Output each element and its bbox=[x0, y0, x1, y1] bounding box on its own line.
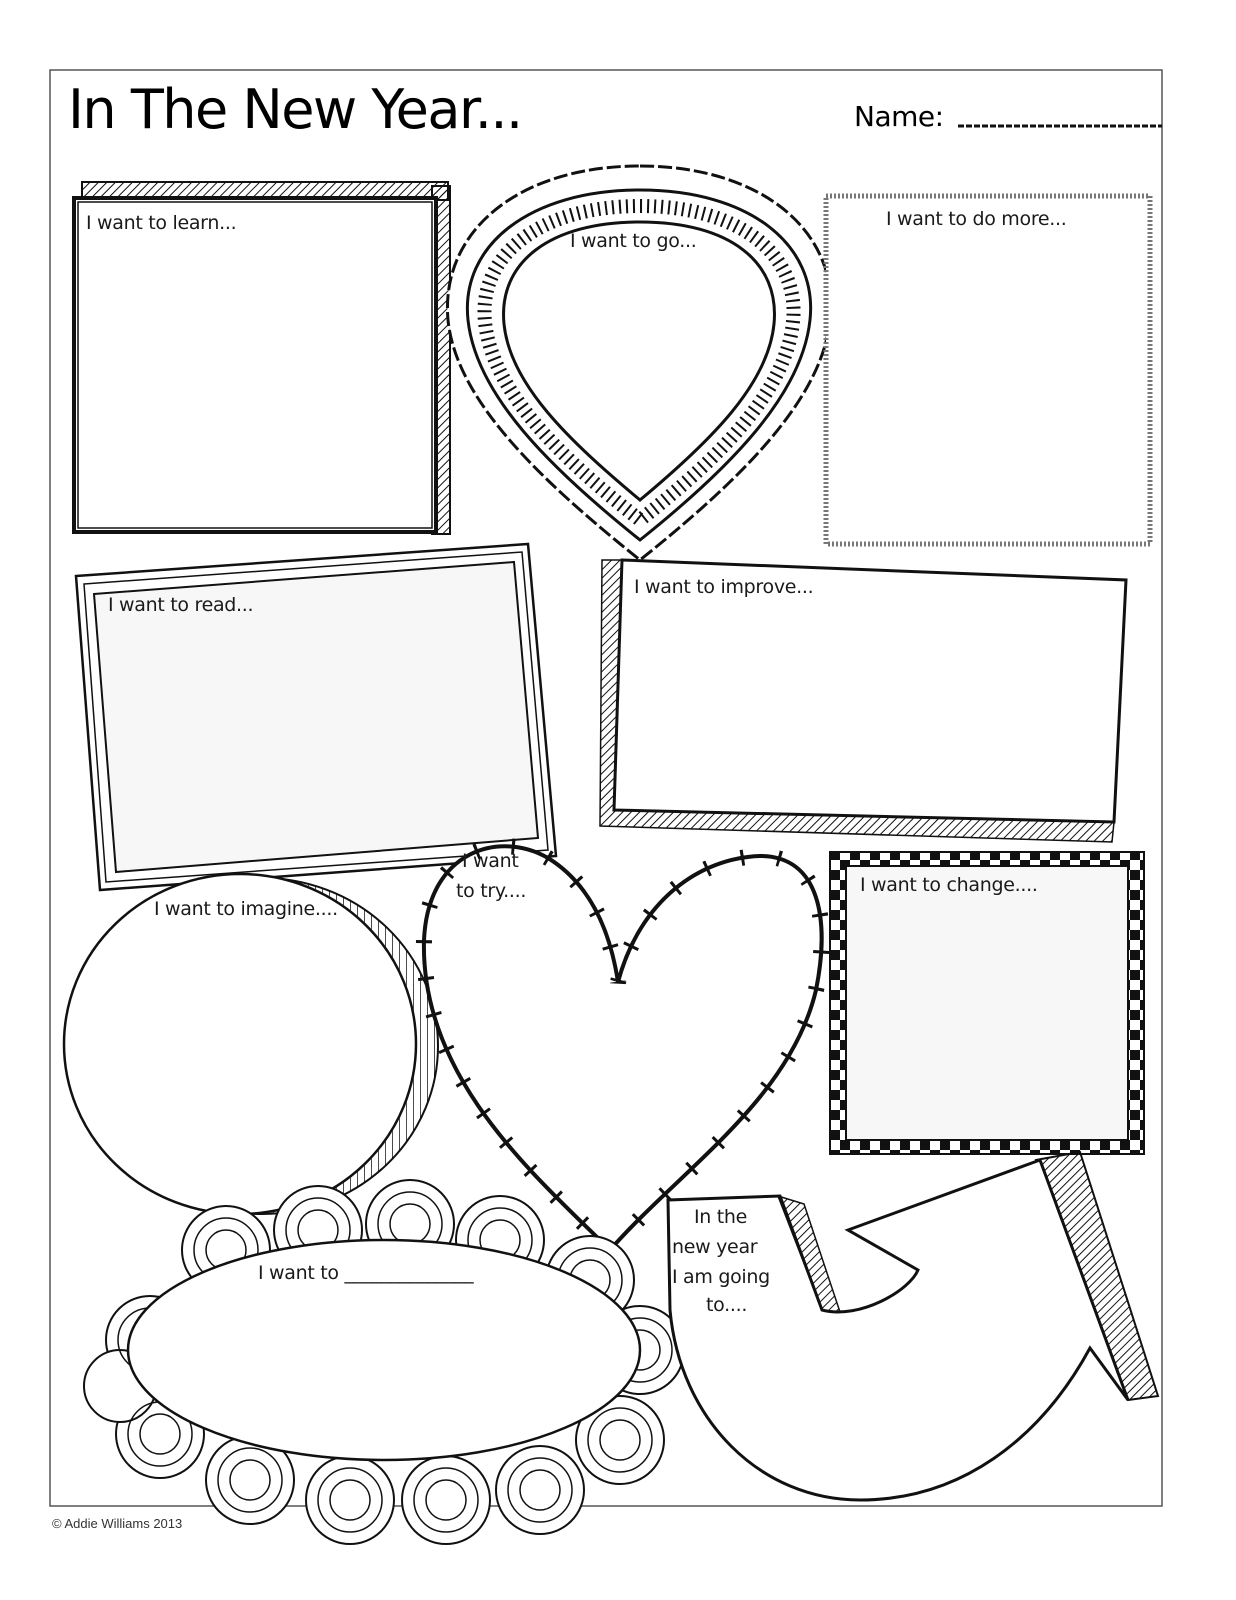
go-shape[interactable] bbox=[445, 164, 833, 562]
prompt-go: I want to go... bbox=[570, 230, 697, 252]
change-box[interactable] bbox=[829, 851, 1145, 1155]
prompt-try-line1: I want bbox=[462, 850, 519, 872]
learn-box[interactable] bbox=[72, 181, 451, 535]
prompt-blank: I want to ______________ bbox=[258, 1262, 474, 1284]
improve-box[interactable] bbox=[599, 558, 1128, 843]
copyright: © Addie Williams 2013 bbox=[52, 1516, 183, 1531]
page-title: In The New Year... bbox=[68, 78, 523, 141]
prompt-going-line3: I am going bbox=[672, 1266, 770, 1288]
prompt-going-line2: new year bbox=[672, 1236, 758, 1258]
name-label: Name: bbox=[854, 100, 944, 133]
blank-oval[interactable] bbox=[83, 1179, 685, 1545]
prompt-read: I want to read... bbox=[108, 594, 254, 616]
page-border bbox=[49, 69, 1163, 1507]
imagine-circle[interactable] bbox=[62, 872, 439, 1216]
prompt-imagine: I want to imagine.... bbox=[154, 898, 338, 920]
prompt-try-line2: to try.... bbox=[456, 880, 527, 902]
do-more-box[interactable] bbox=[823, 193, 1153, 547]
read-box[interactable] bbox=[74, 542, 558, 892]
prompt-do-more: I want to do more... bbox=[886, 208, 1067, 230]
try-heart[interactable] bbox=[415, 838, 830, 1262]
prompt-improve: I want to improve... bbox=[634, 576, 814, 598]
prompt-going-line4: to.... bbox=[706, 1294, 748, 1316]
prompt-change: I want to change.... bbox=[860, 874, 1038, 896]
prompt-learn: I want to learn... bbox=[86, 212, 237, 234]
going-arrow[interactable] bbox=[666, 1150, 1160, 1502]
prompt-going-line1: In the bbox=[694, 1206, 748, 1228]
